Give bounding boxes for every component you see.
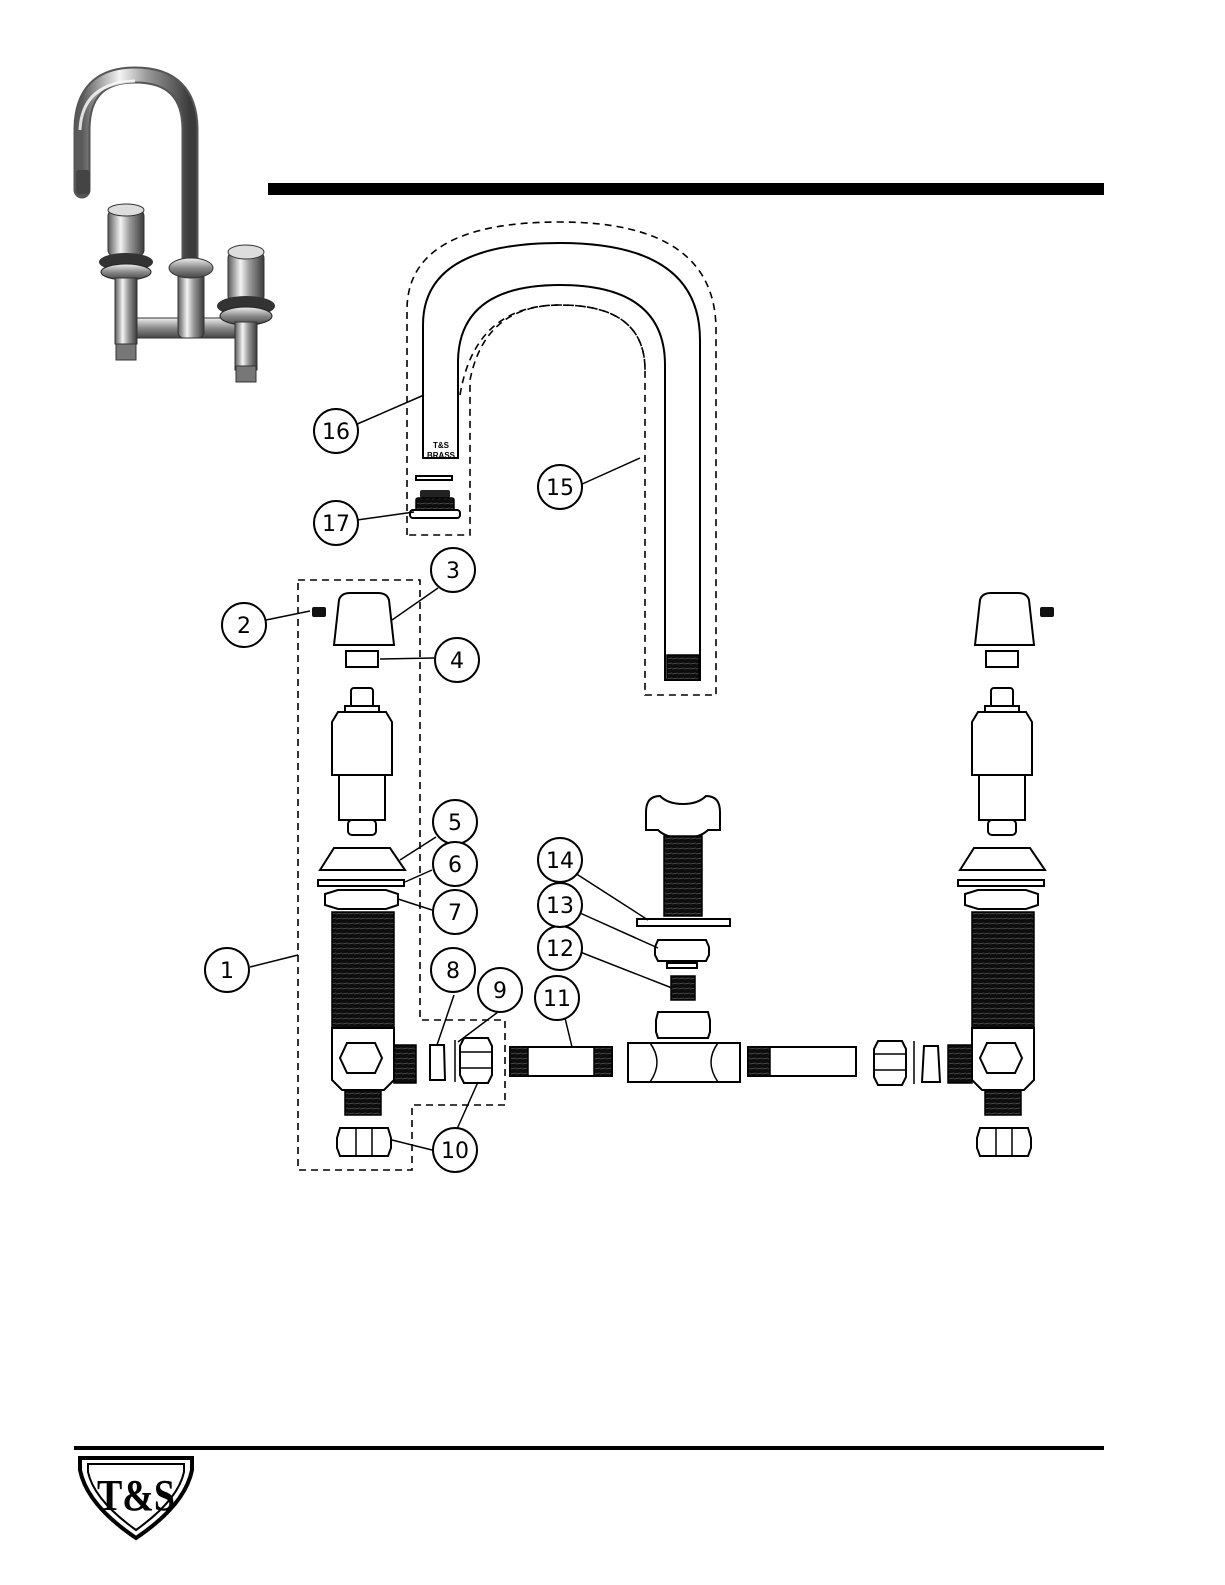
callout-1: 1 <box>205 948 249 992</box>
svg-text:5: 5 <box>448 811 462 836</box>
callout-4: 4 <box>435 638 479 682</box>
svg-text:17: 17 <box>322 512 350 537</box>
leader-lines <box>250 395 672 1150</box>
callout-8: 8 <box>431 948 475 992</box>
svg-text:14: 14 <box>546 849 574 874</box>
right-valve-assembly <box>948 593 1054 1156</box>
callout-14: 14 <box>538 838 582 882</box>
callout-15: 15 <box>538 465 582 509</box>
callout-3: 3 <box>431 548 475 592</box>
svg-text:9: 9 <box>493 979 507 1004</box>
svg-text:3: 3 <box>446 559 460 584</box>
svg-text:13: 13 <box>546 894 574 919</box>
svg-text:2: 2 <box>237 614 251 639</box>
spout-marking-line2: BRASS <box>427 451 456 460</box>
logo-text: T&S <box>97 1471 175 1520</box>
callout-17: 17 <box>314 501 358 545</box>
callout-10: 10 <box>433 1128 477 1172</box>
svg-text:15: 15 <box>546 476 574 501</box>
spout-assembly: T&S BRASS <box>407 222 716 695</box>
callout-12: 12 <box>538 926 582 970</box>
callout-2: 2 <box>222 603 266 647</box>
callout-9: 9 <box>478 968 522 1012</box>
svg-text:16: 16 <box>322 420 350 445</box>
svg-text:4: 4 <box>450 649 464 674</box>
left-compression-fittings <box>430 1038 492 1083</box>
header-rule <box>268 183 1104 195</box>
brand-logo: T&S <box>80 1458 192 1538</box>
callout-13: 13 <box>538 883 582 927</box>
svg-text:10: 10 <box>441 1139 469 1164</box>
svg-text:6: 6 <box>448 853 462 878</box>
svg-text:11: 11 <box>543 987 571 1012</box>
callout-16: 16 <box>314 409 358 453</box>
product-photo <box>76 75 275 382</box>
callout-11: 11 <box>535 976 579 1020</box>
svg-text:12: 12 <box>546 937 574 962</box>
svg-text:7: 7 <box>448 901 462 926</box>
svg-text:1: 1 <box>220 959 234 984</box>
spout-marking-line1: T&S <box>433 441 450 450</box>
right-compression-fittings <box>874 1041 940 1085</box>
svg-text:8: 8 <box>446 959 460 984</box>
callout-6: 6 <box>433 842 477 886</box>
callout-7: 7 <box>433 890 477 934</box>
callout-5: 5 <box>433 800 477 844</box>
footer-rule <box>74 1446 1104 1450</box>
